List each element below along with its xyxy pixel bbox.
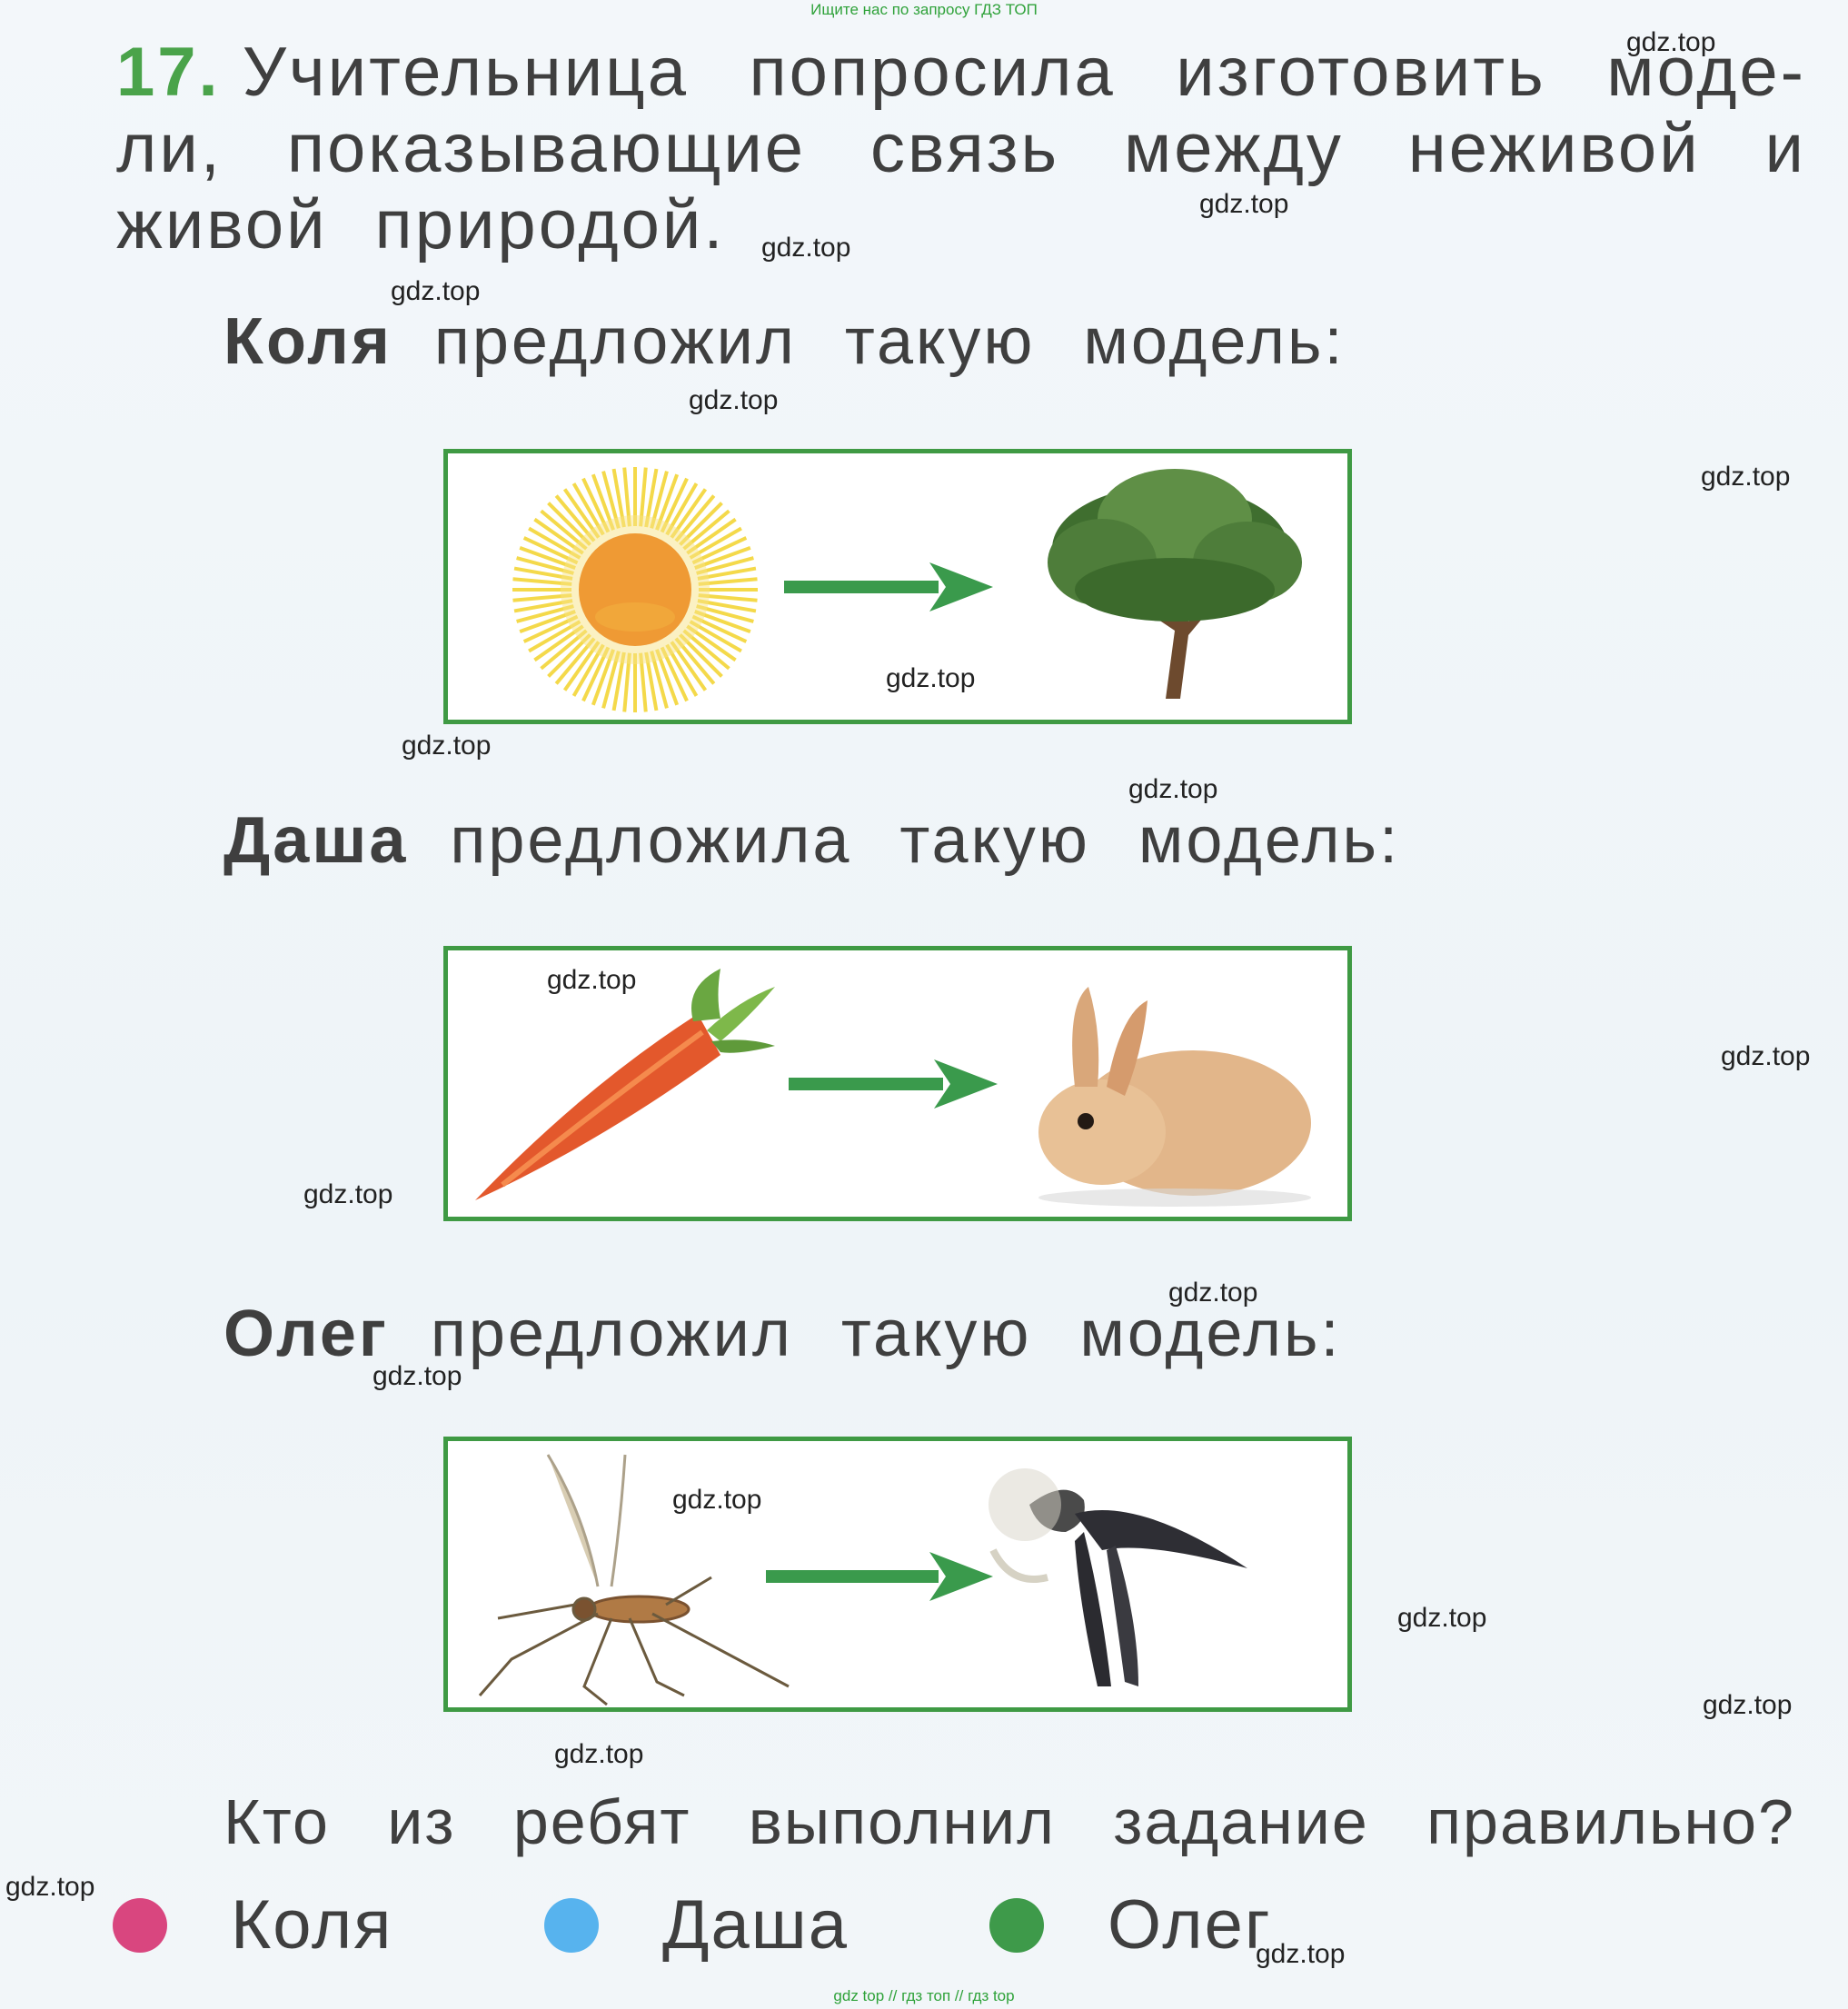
carrot-icon (475, 969, 775, 1200)
option-label[interactable]: Олег (1108, 1886, 1272, 1964)
watermark: gdz.top (1199, 189, 1289, 219)
option-label[interactable]: Коля (231, 1886, 393, 1964)
word: из (387, 1786, 456, 1857)
watermark: gdz.top (761, 233, 851, 263)
arrow-icon (766, 1552, 993, 1601)
kolya-model-box (443, 449, 1352, 724)
mosquito-icon (478, 1454, 790, 1706)
word: правильно? (1426, 1786, 1795, 1857)
watermark: gdz.top (1626, 27, 1716, 57)
watermark: gdz.top (1168, 1278, 1258, 1308)
dasha-model-heading: Даша предложила такую модель: (224, 804, 1400, 877)
sun-icon (512, 467, 758, 712)
word: ли, (116, 110, 223, 187)
watermark: gdz.top (402, 731, 492, 761)
student-name: Даша (224, 804, 409, 877)
pink-circle-icon[interactable] (113, 1898, 167, 1953)
word: моде- (1606, 34, 1806, 111)
search-banner[interactable]: Ищите нас по запросу ГДЗ ТОП (810, 1, 1038, 18)
task-line-1: 17. Учительница попросила изготовить мод… (116, 35, 1806, 111)
arrow-icon (784, 562, 993, 612)
heading-text: предложил такую модель: (433, 305, 1346, 378)
answer-options: Коля Даша Олег (113, 1885, 1294, 1966)
oleg-model-box (443, 1437, 1352, 1712)
word: Кто (224, 1786, 330, 1857)
watermark: gdz.top (391, 276, 481, 306)
watermark: gdz.top (554, 1739, 644, 1769)
dasha-model-illustration (475, 969, 1311, 1207)
word: неживой (1407, 110, 1701, 187)
word: живой (116, 186, 328, 264)
word: попросила (749, 34, 1116, 111)
footer-banner[interactable]: gdz top // гдз топ // гдз top (833, 1987, 1015, 2004)
watermark: gdz.top (1703, 1690, 1793, 1720)
watermark: gdz.top (1128, 774, 1218, 804)
word: природой. (374, 186, 726, 264)
watermark: gdz.top (886, 663, 976, 693)
word: и (1764, 110, 1806, 187)
watermark: gdz.top (303, 1179, 393, 1209)
dasha-model-box (443, 946, 1352, 1221)
arrow-icon (789, 1059, 998, 1109)
oleg-model-heading: Олег предложил такую модель: (224, 1298, 1342, 1370)
word: между (1123, 110, 1344, 187)
question: Кто из ребят выполнил задание правильно? (224, 1785, 1795, 1858)
student-name: Олег (224, 1298, 389, 1370)
task-statement: 17. Учительница попросила изготовить мод… (116, 35, 1806, 264)
watermark: gdz.top (1721, 1041, 1811, 1071)
task-number: 17. (116, 34, 221, 111)
option-dasha[interactable]: Даша (544, 1885, 849, 1966)
word: выполнил (748, 1786, 1056, 1857)
option-label[interactable]: Даша (662, 1886, 849, 1964)
heading-text: предложил такую модель: (430, 1298, 1342, 1370)
word: ребят (512, 1786, 691, 1857)
blue-circle-icon[interactable] (544, 1898, 599, 1953)
student-name: Коля (224, 305, 392, 378)
option-kolya[interactable]: Коля (113, 1885, 392, 1966)
kolya-model-heading: Коля предложил такую модель: (224, 305, 1346, 378)
word: Учительница (242, 34, 689, 111)
swallow-icon (989, 1468, 1247, 1686)
word: изготовить (1176, 34, 1546, 111)
heading-text: предложила такую модель: (450, 804, 1401, 877)
watermark: gdz.top (689, 385, 779, 415)
option-oleg[interactable]: Олег (989, 1885, 1272, 1966)
watermark: gdz.top (547, 965, 637, 995)
tree-icon (1048, 469, 1302, 699)
green-circle-icon[interactable] (989, 1898, 1044, 1953)
word: связь (869, 110, 1060, 187)
kolya-model-illustration (512, 467, 1302, 712)
word: показывающие (286, 110, 807, 187)
watermark: gdz.top (672, 1485, 762, 1515)
rabbit-icon (1038, 987, 1311, 1207)
oleg-model-illustration (478, 1454, 1247, 1706)
word: задание (1113, 1786, 1369, 1857)
task-line-3: живой природой. (116, 187, 1806, 264)
watermark: gdz.top (1701, 462, 1791, 492)
watermark: gdz.top (1256, 1939, 1346, 1969)
task-line-2: ли, показывающие связь между неживой и (116, 111, 1806, 187)
watermark: gdz.top (5, 1872, 95, 1902)
watermark: gdz.top (373, 1361, 462, 1391)
watermark: gdz.top (1397, 1603, 1487, 1633)
